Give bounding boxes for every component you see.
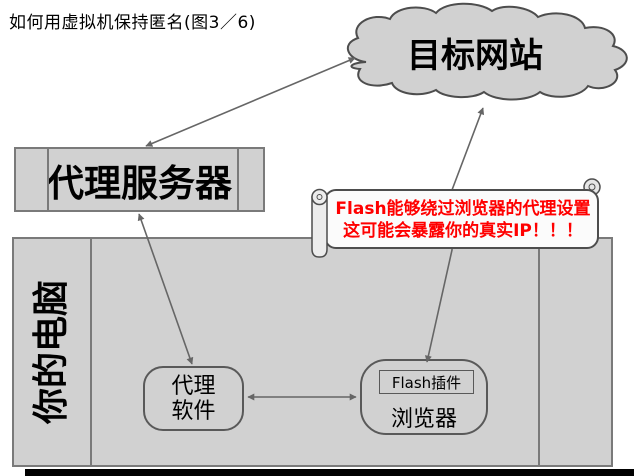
bottom-bar [25, 469, 634, 476]
flash-plugin-label: Flash插件 [391, 373, 462, 392]
scroll-left-curl-spiral [316, 194, 323, 200]
scroll-right-curl [583, 178, 601, 196]
page-title: 如何用虚拟机保持匿名(图3／6) [9, 13, 256, 33]
node-proxy-software: 代理 软件 [143, 366, 244, 431]
target-website-label: 目标网站 [407, 36, 543, 76]
proxy-server-label: 代理服务器 [47, 161, 232, 205]
browser-label: 浏览器 [390, 407, 457, 432]
proxy-software-label-line2: 软件 [171, 398, 216, 424]
warning-text-line2: 这可能会暴露你的真实IP！！！ [343, 221, 583, 241]
proxy-server-left-divider [47, 149, 49, 210]
your-computer-label: 你的电脑 [31, 280, 72, 425]
node-browser: Flash插件 浏览器 [360, 359, 488, 435]
edge-proxy-server-target-website [145, 57, 356, 147]
proxy-server-right-divider [237, 149, 239, 210]
scroll-right-curl-spiral [588, 183, 596, 191]
node-proxy-server: 代理服务器 [14, 147, 265, 212]
your-computer-left-divider [90, 239, 92, 465]
warning-text: Flash能够绕过浏览器的代理设置 这可能会暴露你的真实IP！！！ [330, 198, 596, 242]
node-your-computer: 你的电脑 [12, 237, 613, 467]
proxy-software-label-line1: 代理 [171, 373, 216, 399]
your-computer-right-divider [538, 239, 540, 465]
warning-text-line1: Flash能够绕过浏览器的代理设置 [335, 199, 591, 219]
scroll-left-curl [311, 188, 328, 206]
node-flash-plugin: Flash插件 [379, 370, 474, 394]
